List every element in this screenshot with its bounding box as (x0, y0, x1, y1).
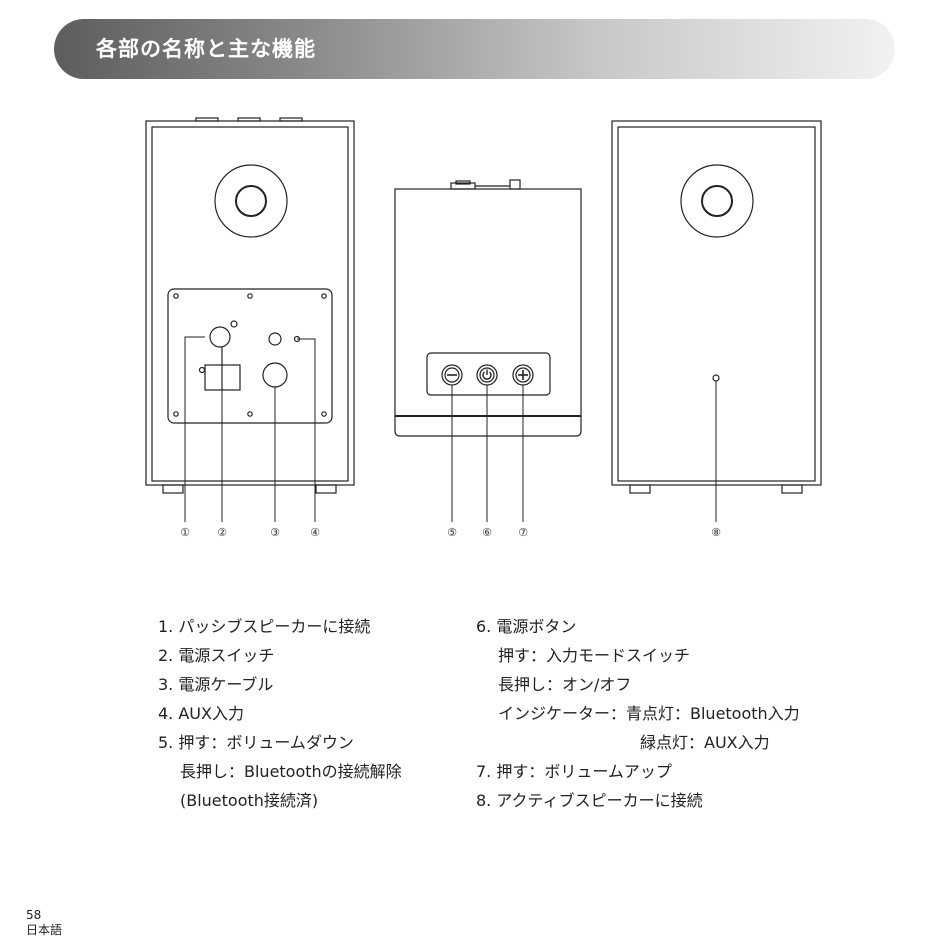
callout-6: ⑥ (479, 525, 495, 541)
parts-list-right: 6. 電源ボタン 押す：入力モードスイッチ 長押し：オン/オフ インジケーター：… (476, 612, 800, 815)
list-item: 6. 電源ボタン (476, 612, 800, 641)
list-item: 8. アクティブスピーカーに接続 (476, 786, 800, 815)
callout-3: ③ (267, 525, 283, 541)
parts-list-left: 1. パッシブスピーカーに接続 2. 電源スイッチ 3. 電源ケーブル 4. A… (158, 612, 402, 815)
rear-view-speaker (146, 118, 354, 493)
top-view-speaker (395, 180, 581, 436)
list-item: 2. 電源スイッチ (158, 641, 402, 670)
list-item: 5. 押す：ボリュームダウン (158, 728, 402, 757)
callout-5: ⑤ (444, 525, 460, 541)
speaker-diagram (0, 0, 950, 560)
page-footer: 58 日本語 (26, 908, 62, 938)
list-item: 3. 電源ケーブル (158, 670, 402, 699)
callout-4: ④ (307, 525, 323, 541)
list-item: インジケーター：青点灯：Bluetooth入力 (476, 699, 800, 728)
list-item: 7. 押す：ボリュームアップ (476, 757, 800, 786)
callout-7: ⑦ (515, 525, 531, 541)
list-item: (Bluetooth接続済) (158, 786, 402, 815)
page-number: 58 (26, 908, 62, 923)
callout-2: ② (214, 525, 230, 541)
list-item: 緑点灯：AUX入力 (476, 728, 800, 757)
list-item: 押す：入力モードスイッチ (476, 641, 800, 670)
list-item: 長押し：Bluetoothの接続解除 (158, 757, 402, 786)
list-item: 長押し：オン/オフ (476, 670, 800, 699)
list-item: 1. パッシブスピーカーに接続 (158, 612, 402, 641)
callout-8: ⑧ (708, 525, 724, 541)
callout-1: ① (177, 525, 193, 541)
language-label: 日本語 (26, 923, 62, 938)
list-item: 4. AUX入力 (158, 699, 402, 728)
